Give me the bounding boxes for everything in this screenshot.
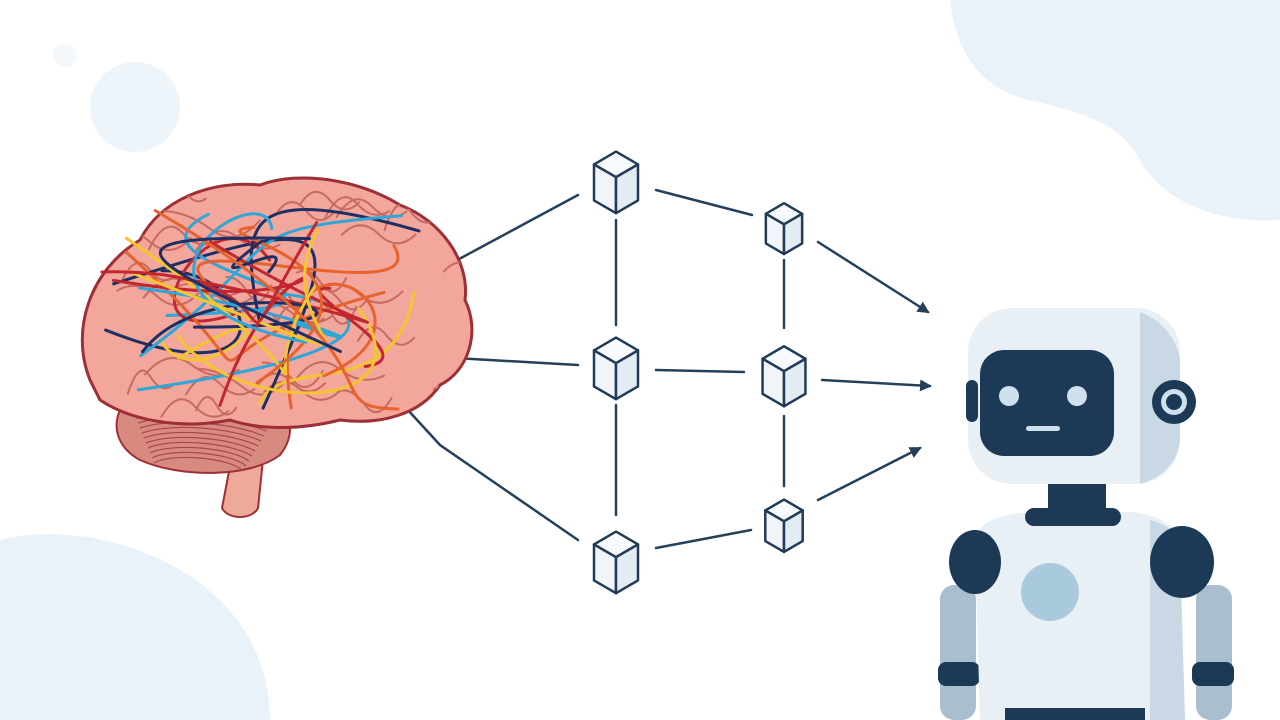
robot-left-eye (999, 386, 1019, 406)
cerebellum-fold (147, 441, 253, 457)
robot-ear-center (1166, 394, 1182, 410)
brain-fold (298, 190, 361, 211)
brain-fold (432, 383, 472, 405)
brain-wire (231, 239, 278, 274)
robot-face-screen (980, 350, 1114, 456)
robot-right-arm (1196, 585, 1232, 720)
brain-fold (340, 224, 417, 245)
network-nodes (592, 150, 807, 595)
brain-fold (225, 276, 273, 303)
cube-face (614, 349, 640, 401)
brain-wire (159, 327, 248, 362)
robot-chest-light (1021, 563, 1079, 621)
brain-wires (100, 208, 421, 411)
brain-icon (80, 176, 474, 518)
cerebellum-fold (151, 451, 247, 467)
brain-wire (124, 236, 317, 376)
brain-fold (323, 196, 390, 220)
output-arrow (816, 446, 922, 502)
cube-node-icon (764, 498, 804, 554)
small-dot (53, 43, 77, 67)
bottom-left-blob (0, 534, 270, 720)
cube-node-icon (592, 530, 640, 595)
top-right-blob (950, 0, 1280, 221)
connection-line (446, 193, 580, 267)
robot-left-ear (966, 380, 978, 422)
cube-face (782, 212, 804, 256)
top-left-dot (90, 62, 180, 152)
robot-left-shoulder (949, 530, 1001, 594)
robot-mouth (1026, 426, 1060, 431)
cube-node-icon (764, 201, 804, 256)
cerebellum-fold (145, 436, 256, 452)
cube-face (782, 357, 807, 408)
robot-hip (1005, 708, 1145, 720)
connection-line (654, 188, 754, 217)
neural-network-icon (383, 188, 932, 550)
brain-wire (100, 221, 319, 324)
brain-fold (122, 261, 178, 282)
output-arrow (816, 240, 930, 314)
cerebellum-fold (141, 426, 262, 442)
cube-node-icon (592, 336, 640, 401)
brain-fold (162, 210, 261, 238)
cerebellum-fold (149, 446, 250, 462)
robot-left-arm (940, 585, 976, 720)
cube-node-icon (761, 345, 807, 408)
connection-line (654, 528, 753, 550)
brain-fold (383, 203, 436, 232)
brain-fold (195, 396, 238, 416)
brain-wire (176, 306, 377, 395)
brain-fold (442, 261, 472, 282)
brain-fold (116, 284, 200, 306)
brain-wire (196, 244, 400, 295)
cube-face (614, 543, 640, 595)
robot-right-shoulder (1150, 526, 1214, 598)
connection-line (453, 356, 580, 367)
brain-wire (153, 209, 400, 411)
connection-line (654, 368, 746, 374)
robot-torso (975, 512, 1185, 720)
brain-fold (126, 369, 174, 395)
cerebellum-fold (143, 431, 259, 447)
brain-wire (249, 208, 421, 323)
robot-left-wrist (938, 662, 980, 686)
cube-face (782, 509, 804, 554)
output-arrow (820, 378, 932, 392)
brain-fold (160, 398, 230, 418)
brain-fold (357, 326, 416, 346)
brain-fold (147, 225, 217, 251)
robot-icon (938, 308, 1234, 720)
cerebellum-fold (153, 456, 244, 472)
cube-node-icon (592, 150, 640, 215)
robot-neck-base (1025, 508, 1121, 526)
brain-wire (136, 292, 351, 392)
brain-wire (192, 212, 308, 344)
robot-right-eye (1067, 386, 1087, 406)
brain-wire (159, 236, 342, 353)
cube-face (614, 163, 640, 215)
robot-right-wrist (1192, 662, 1234, 686)
